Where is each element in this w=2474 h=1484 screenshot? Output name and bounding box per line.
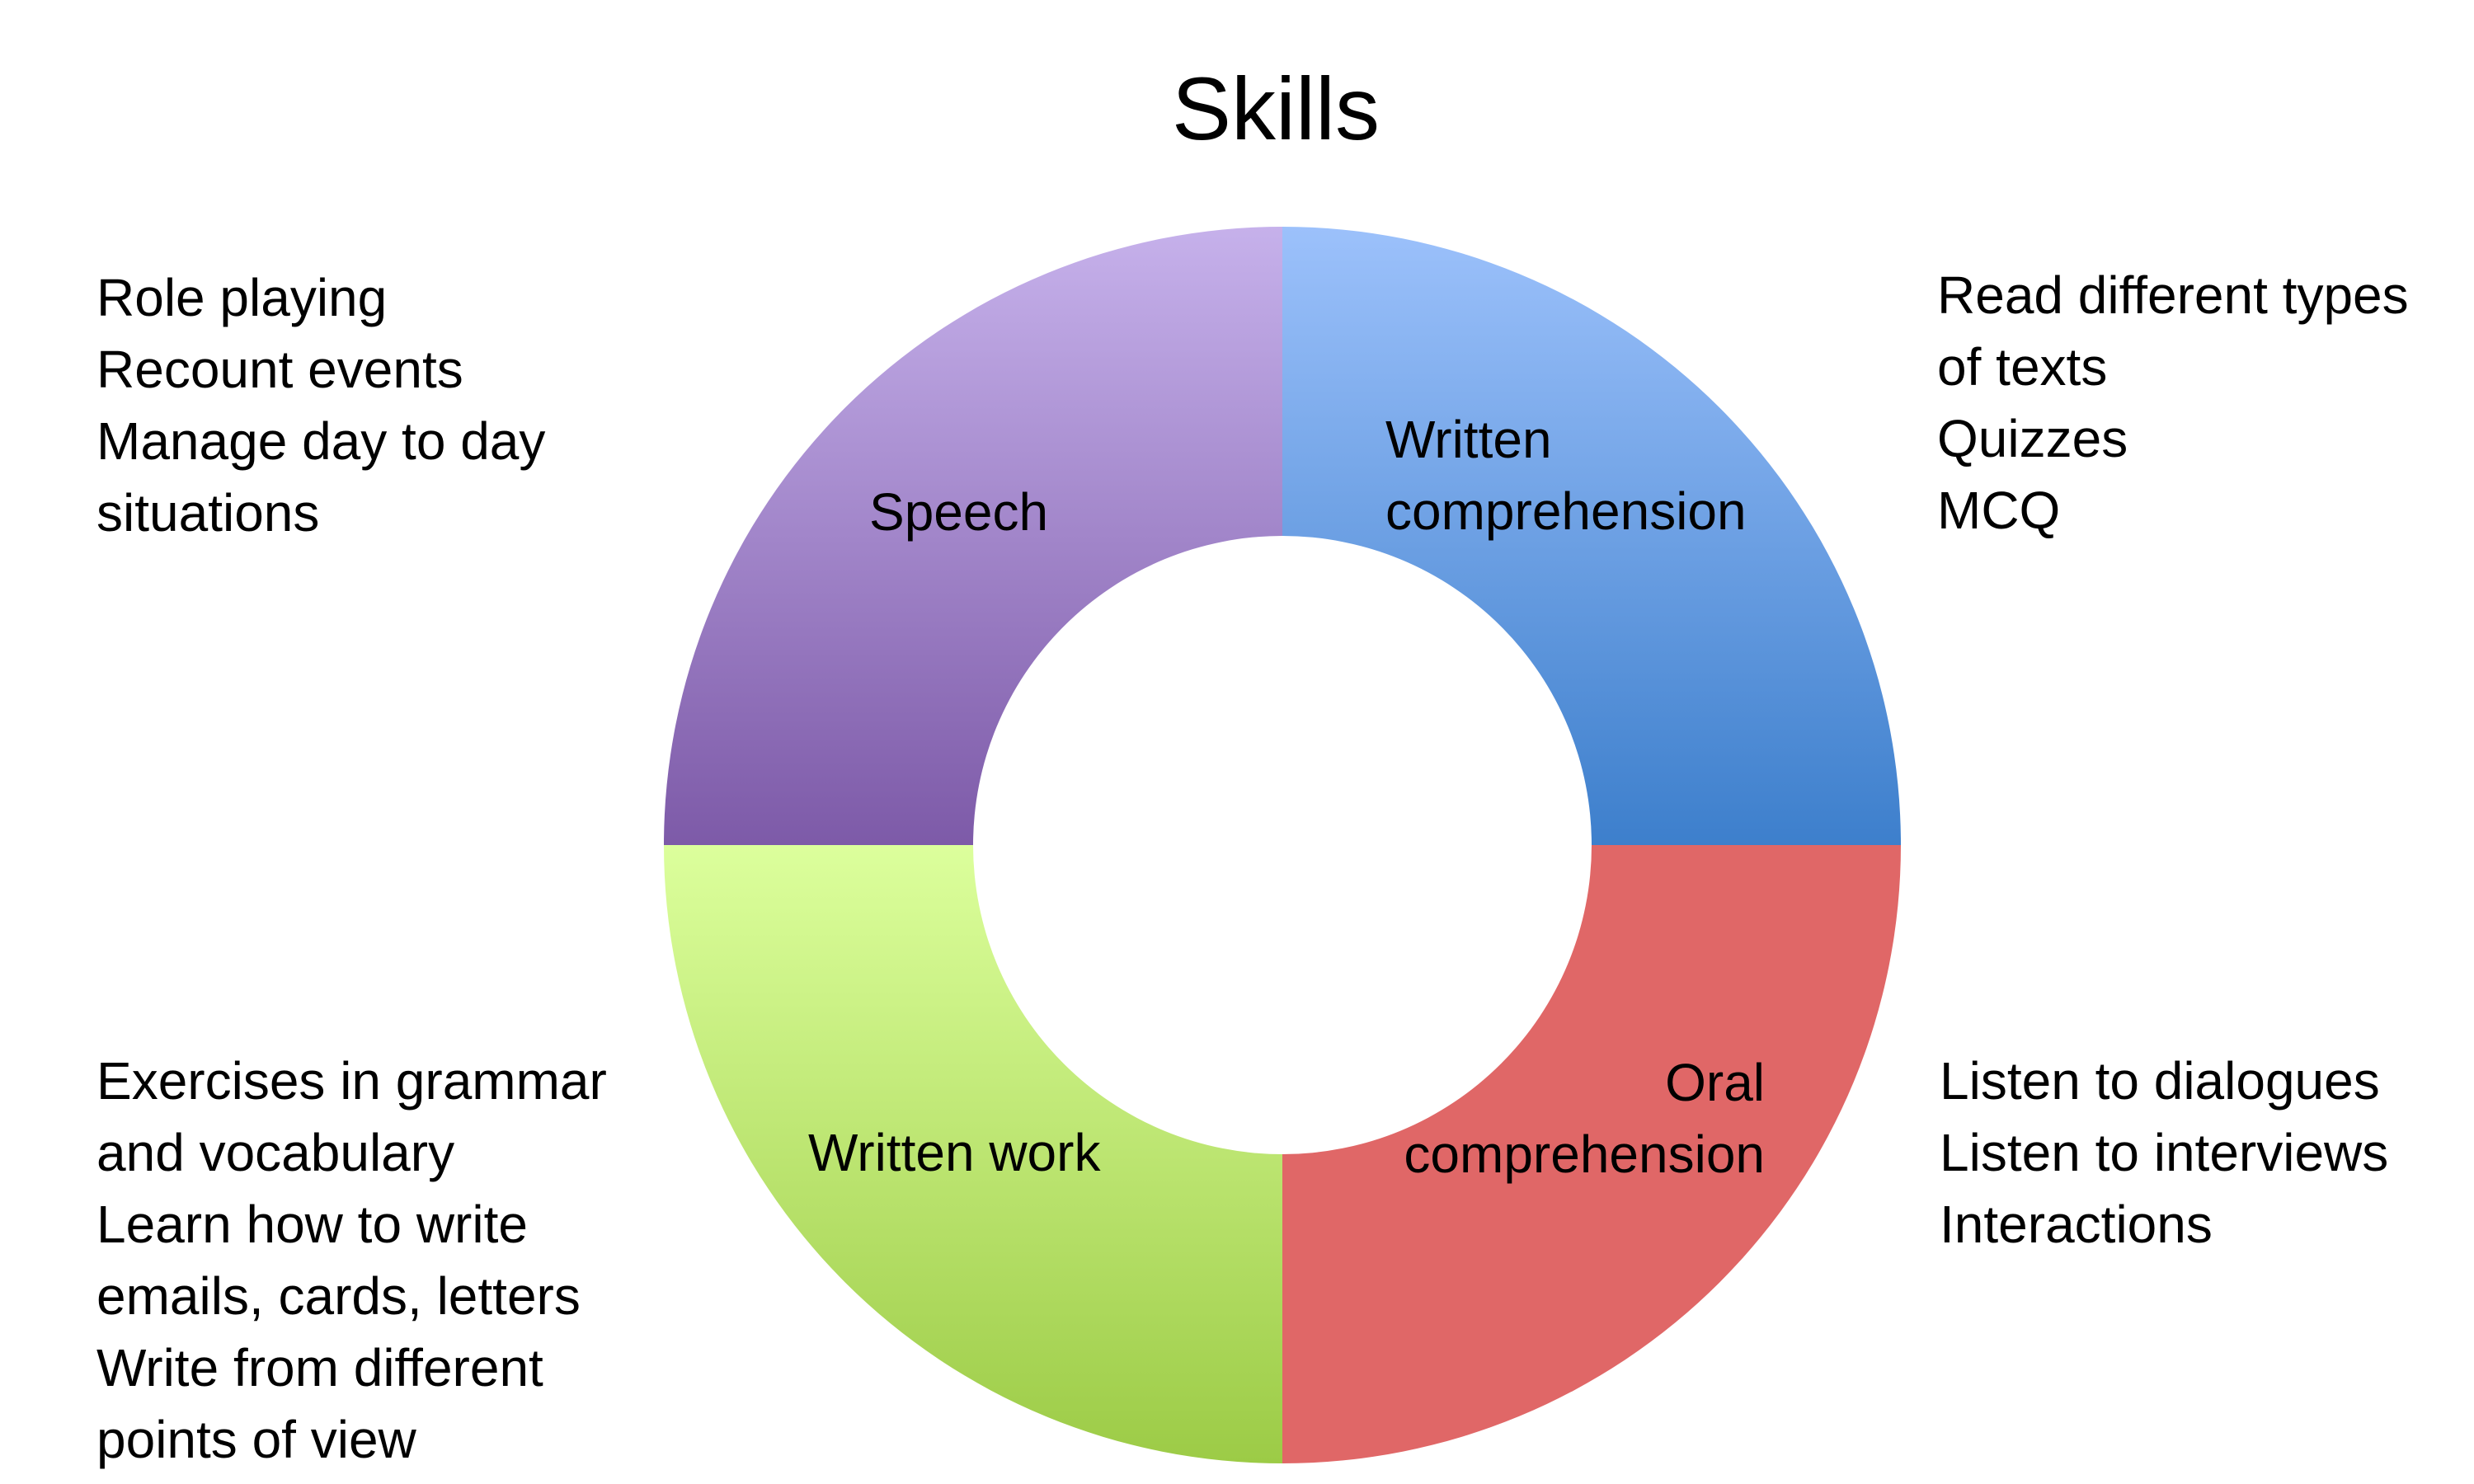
segment-written-work (664, 845, 1282, 1463)
activity-item: Learn how to write (96, 1195, 528, 1254)
segment-oral-comprehension (1282, 845, 1901, 1463)
segment-label-line: Written (1385, 410, 1552, 469)
activity-item: points of view (96, 1410, 416, 1469)
segment-label-line: comprehension (1385, 481, 1747, 541)
activity-item: Exercises in grammar (96, 1051, 607, 1111)
activity-item: Manage day to day (96, 411, 546, 471)
activity-item: situations (96, 483, 320, 542)
activity-item: emails, cards, letters (96, 1266, 581, 1326)
activity-item: MCQ (1937, 481, 2061, 540)
activity-item: and vocabulary (96, 1123, 455, 1182)
segment-written-comprehension (1282, 227, 1901, 845)
segment-label-line: Oral (1665, 1053, 1765, 1112)
segment-label-written-work: Written work (808, 1117, 1100, 1189)
activity-item: Interactions (1940, 1195, 2213, 1254)
segment-label-written-work-text: Written work (808, 1123, 1101, 1182)
speech-activities-list: Role playing Recount events Manage day t… (96, 262, 545, 549)
segment-label-speech-text: Speech (869, 482, 1049, 542)
written-comprehension-activities-list: Read different types of texts Quizzes MC… (1937, 260, 2409, 547)
page-title: Skills (1171, 59, 1380, 158)
segment-label-written-comprehension: Written comprehension (1385, 404, 1747, 547)
segment-speech (664, 227, 1282, 845)
segment-label-oral-comprehension: Oral comprehension (1385, 1047, 1765, 1190)
written-work-activities-list: Exercises in grammar and vocabulary Lear… (96, 1045, 607, 1476)
segment-label-speech: Speech (869, 477, 1048, 548)
oral-comprehension-activities-list: Listen to dialogues Listen to interviews… (1940, 1045, 2388, 1261)
activity-item: Read different types (1937, 265, 2409, 325)
activity-item: Listen to interviews (1940, 1123, 2389, 1182)
activity-item: Write from different (96, 1338, 543, 1397)
segment-label-line: comprehension (1404, 1125, 1765, 1184)
activity-item: Quizzes (1937, 409, 2128, 468)
activity-item: Role playing (96, 268, 388, 327)
activity-item: Recount events (96, 340, 463, 399)
activity-item: of texts (1937, 337, 2108, 397)
activity-item: Listen to dialogues (1940, 1051, 2380, 1111)
